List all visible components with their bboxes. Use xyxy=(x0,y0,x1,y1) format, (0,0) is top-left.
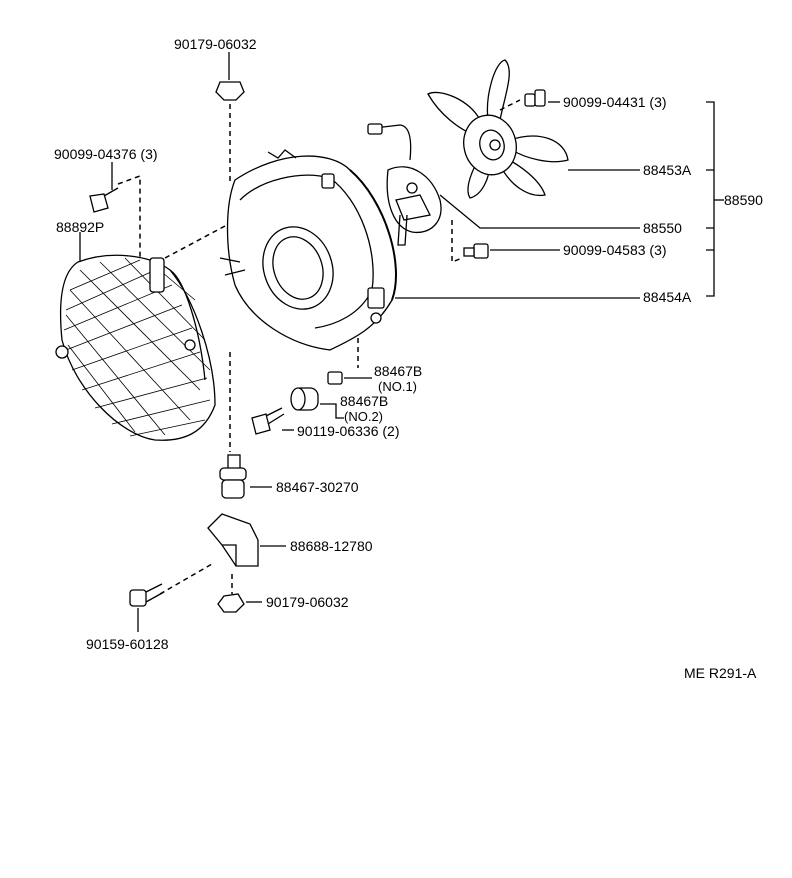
label-cushion: 88467-30270 xyxy=(276,479,359,495)
label-screw-motor: 90099-04583 (3) xyxy=(563,242,667,258)
label-motor: 88550 xyxy=(643,220,682,236)
label-bolt-bracket: 90159-60128 xyxy=(86,636,169,652)
label-screw-fan: 90099-04431 (3) xyxy=(563,94,667,110)
label-bushing-1-note: (NO.1) xyxy=(378,379,417,394)
label-nut-bottom: 90179-06032 xyxy=(266,594,349,610)
leader-lines xyxy=(79,52,724,632)
hardware-drawings xyxy=(89,81,546,613)
label-nut-top: 90179-06032 xyxy=(174,36,257,52)
label-bushing-2: 88467B xyxy=(340,393,388,409)
label-bolt-shroud: 90119-06336 (2) xyxy=(297,423,399,439)
label-bushing-1: 88467B xyxy=(374,363,422,379)
assembly-guide-lines xyxy=(117,99,521,595)
fan-blade-drawing xyxy=(427,59,569,199)
fan-shroud-drawing xyxy=(219,149,397,351)
label-shroud: 88454A xyxy=(643,289,692,305)
part-labels: 90179-06032 90099-04431 (3) 90099-04376 … xyxy=(54,36,763,681)
reference-code: ME R291-A xyxy=(684,665,757,681)
fan-motor-drawing xyxy=(367,123,442,246)
label-bushing-2-note: (NO.2) xyxy=(344,409,383,424)
fan-guard-drawing xyxy=(55,254,216,441)
label-screw-guard: 90099-04376 (3) xyxy=(54,146,158,162)
label-fan: 88453A xyxy=(643,162,692,178)
label-fan-guard: 88892P xyxy=(56,219,104,235)
label-fan-assy: 88590 xyxy=(724,192,763,208)
label-bracket: 88688-12780 xyxy=(290,538,373,554)
